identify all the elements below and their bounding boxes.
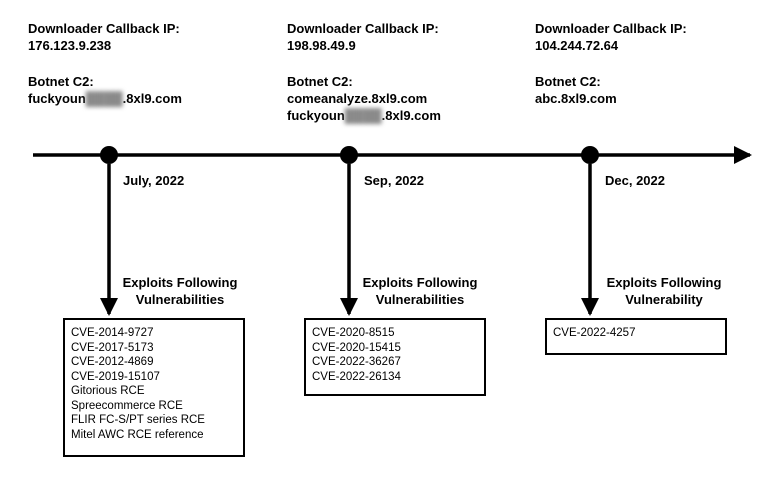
c2-label: Botnet C2: bbox=[535, 74, 601, 89]
event-dot bbox=[340, 146, 358, 164]
c2-domain: fuckyoun████.8xl9.com bbox=[28, 91, 182, 106]
redacted-text: ████ bbox=[85, 91, 123, 106]
vuln-box: CVE-2020-8515 CVE-2020-15415 CVE-2022-36… bbox=[304, 318, 486, 396]
vuln-item: CVE-2017-5173 bbox=[71, 341, 154, 354]
c2-label: Botnet C2: bbox=[287, 74, 353, 89]
vuln-box: CVE-2014-9727 CVE-2017-5173 CVE-2012-486… bbox=[63, 318, 245, 457]
vuln-item: CVE-2020-15415 bbox=[312, 341, 401, 354]
vuln-item: Spreecommerce RCE bbox=[71, 399, 183, 412]
redacted-text: ████ bbox=[344, 108, 382, 123]
ip-label: Downloader Callback IP: bbox=[287, 21, 439, 36]
vuln-item: CVE-2020-8515 bbox=[312, 327, 395, 339]
event-2-info: Downloader Callback IP: 198.98.49.9 Botn… bbox=[287, 20, 441, 124]
vuln-item: CVE-2012-4869 bbox=[71, 356, 154, 368]
event-date: Dec, 2022 bbox=[605, 173, 665, 188]
ip-label: Downloader Callback IP: bbox=[28, 21, 180, 36]
event-date: July, 2022 bbox=[123, 173, 185, 188]
event-dot bbox=[581, 146, 599, 164]
vuln-item: Mitel AWC RCE reference bbox=[71, 428, 204, 441]
vuln-item: CVE-2019-15107 bbox=[71, 370, 160, 383]
vuln-item: FLIR FC-S/PT series RCE bbox=[71, 414, 205, 426]
ip-value: 104.244.72.64 bbox=[535, 38, 619, 53]
ip-label: Downloader Callback IP: bbox=[535, 21, 687, 36]
c2-domain: comeanalyze.8xl9.com bbox=[287, 91, 428, 106]
vuln-item: CVE-2022-36267 bbox=[312, 356, 401, 368]
c2-domain: abc.8xl9.com bbox=[535, 91, 617, 106]
c2-label: Botnet C2: bbox=[28, 74, 94, 89]
event-date: Sep, 2022 bbox=[364, 173, 424, 188]
event-dot bbox=[100, 146, 118, 164]
ip-value: 198.98.49.9 bbox=[287, 38, 356, 53]
event-3-info: Downloader Callback IP: 104.244.72.64 Bo… bbox=[535, 20, 687, 107]
event-1-info: Downloader Callback IP: 176.123.9.238 Bo… bbox=[28, 20, 182, 107]
vuln-item: CVE-2014-9727 bbox=[71, 327, 154, 339]
vuln-item: CVE-2022-4257 bbox=[553, 327, 636, 339]
vuln-item: Gitorious RCE bbox=[71, 385, 145, 397]
vuln-item: CVE-2022-26134 bbox=[312, 370, 401, 383]
vuln-box: CVE-2022-4257 bbox=[545, 318, 727, 355]
ip-value: 176.123.9.238 bbox=[28, 38, 112, 53]
c2-domain: fuckyoun████.8xl9.com bbox=[287, 108, 441, 123]
